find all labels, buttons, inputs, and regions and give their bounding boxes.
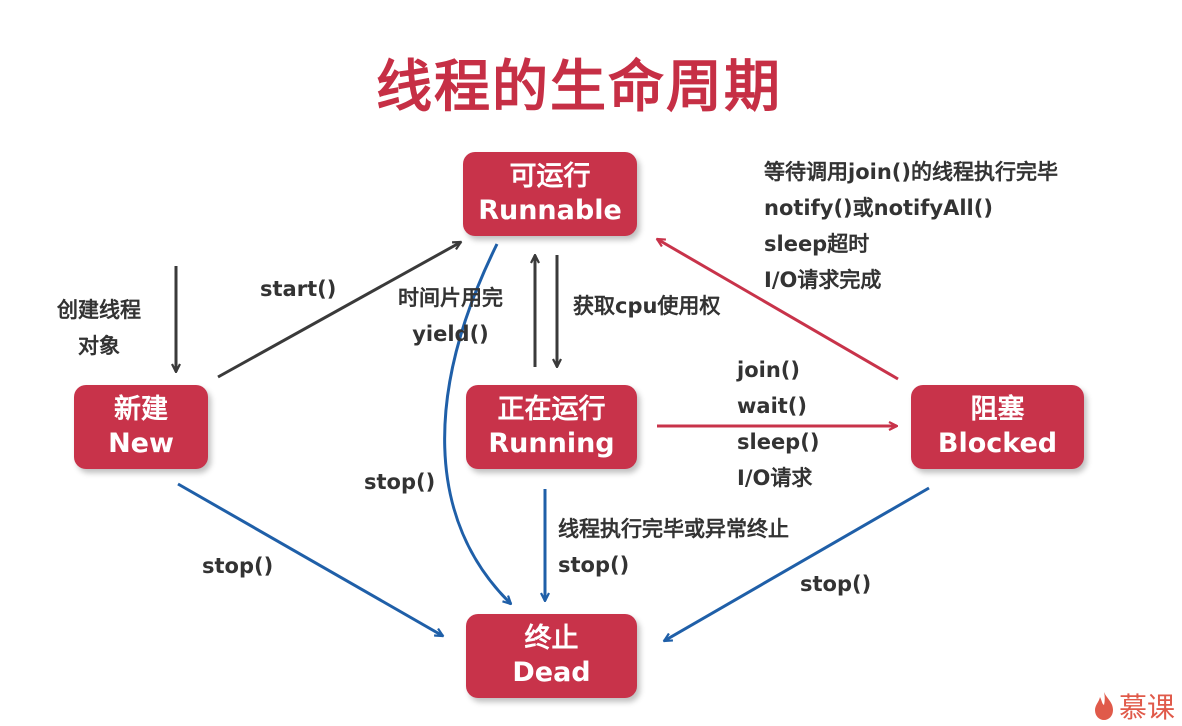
label-yield: 时间片用完 yield() (398, 280, 503, 352)
label-create-line-2: 对象 (78, 334, 120, 358)
page-title: 线程的生命周期 (376, 55, 782, 120)
blocked-stop-arrow (664, 486, 930, 643)
new-stop-arrow (177, 482, 443, 638)
label-block-line-2: wait() (737, 394, 808, 418)
label-block-line-1: join() (737, 358, 800, 382)
state-dead: 终止 Dead (466, 614, 637, 698)
label-create-line-1: 创建线程 (57, 298, 141, 322)
label-get-cpu: 获取cpu使用权 (573, 294, 721, 318)
label-block-line-3: sleep() (737, 430, 820, 454)
label-yield-line-1: 时间片用完 (398, 286, 503, 310)
runnable-stop-arrow (443, 243, 511, 604)
state-new-en: New (108, 428, 174, 459)
unblock-arrow (657, 237, 899, 381)
state-new-zh: 新建 (114, 394, 168, 425)
state-blocked: 阻塞 Blocked (911, 385, 1084, 469)
label-unblock-line-4: I/O请求完成 (764, 268, 882, 292)
state-runnable-zh: 可运行 (509, 161, 591, 192)
flame-icon (1095, 692, 1113, 720)
label-block: join() wait() sleep() I/O请求 (737, 352, 819, 496)
label-create: 创建线程 对象 (57, 292, 141, 364)
label-running-finish-line-1: 线程执行完毕或异常终止 (558, 517, 789, 541)
state-running: 正在运行 Running (466, 385, 637, 469)
watermark: 慕课 (1093, 686, 1175, 726)
label-start: start() (260, 277, 337, 301)
state-dead-en: Dead (512, 657, 591, 688)
state-running-zh: 正在运行 (497, 394, 606, 425)
label-block-line-4: I/O请求 (737, 466, 813, 490)
state-dead-zh: 终止 (524, 623, 579, 654)
state-blocked-zh: 阻塞 (970, 394, 1025, 425)
label-blocked-stop: stop() (800, 572, 872, 596)
label-yield-line-2: yield() (412, 322, 489, 346)
label-unblock: 等待调用join()的线程执行完毕 notify()或notifyAll() s… (764, 154, 1058, 298)
label-unblock-line-2: notify()或notifyAll() (764, 196, 993, 220)
label-new-stop: stop() (202, 554, 274, 578)
label-unblock-line-1: 等待调用join()的线程执行完毕 (764, 160, 1058, 184)
label-unblock-line-3: sleep超时 (764, 232, 870, 256)
state-runnable: 可运行 Runnable (463, 152, 637, 236)
start-arrow (217, 240, 461, 379)
watermark-text: 慕课 (1119, 691, 1176, 724)
state-running-en: Running (488, 428, 615, 459)
state-blocked-en: Blocked (937, 428, 1058, 459)
state-runnable-en: Runnable (478, 195, 622, 226)
label-running-finish-line-2: stop() (558, 553, 630, 577)
state-new: 新建 New (74, 385, 208, 469)
label-running-finish: 线程执行完毕或异常终止 stop() (558, 511, 789, 583)
label-runnable-stop: stop() (364, 470, 436, 494)
